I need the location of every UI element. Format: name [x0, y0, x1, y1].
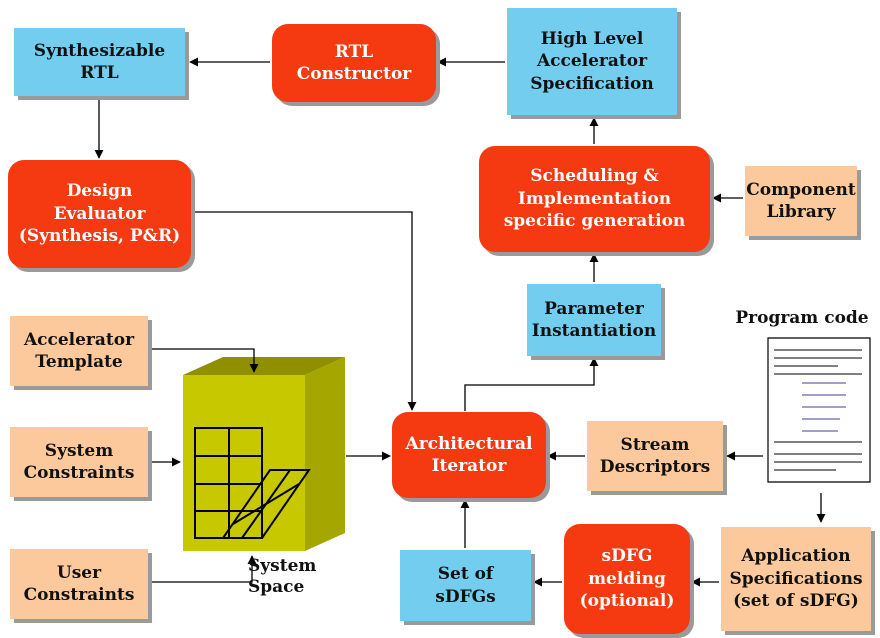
- parameter-instantiation-node: Parameter Instantiation: [527, 284, 661, 356]
- cube-top-face: [183, 357, 345, 375]
- program-code-document: [767, 337, 871, 483]
- user-constraints-node: User Constraints: [10, 549, 148, 619]
- scheduling-implementation-node: Scheduling & Implementation specific gen…: [479, 146, 710, 252]
- system-constraints-node: System Constraints: [10, 427, 148, 497]
- cube-side-face: [305, 357, 345, 551]
- rtl-constructor-node: RTL Constructor: [272, 24, 436, 102]
- component-library-node: Component Library: [745, 166, 857, 236]
- connectors: [94, 57, 826, 587]
- design-evaluator-node: Design Evaluator (Synthesis, P&R): [8, 160, 191, 268]
- accelerator-template-node: Accelerator Template: [10, 316, 148, 386]
- architectural-iterator-node: Architectural Iterator: [392, 412, 546, 498]
- cube-grid: [194, 427, 311, 539]
- system-space-label: System Space: [248, 556, 317, 598]
- synthesizable-rtl-node: Synthesizable RTL: [14, 28, 185, 96]
- sdfg-melding-node: sDFG melding (optional): [564, 524, 690, 634]
- application-specifications-node: Application Specifications (set of sDFG): [721, 527, 871, 631]
- high-level-accelerator-specification-node: High Level Accelerator Specification: [507, 8, 677, 115]
- cube-front-face: [183, 375, 305, 551]
- program-code-label: Program code: [735, 308, 869, 328]
- stream-descriptors-node: Stream Descriptors: [587, 421, 723, 491]
- set-of-sdfgs-node: Set of sDFGs: [400, 550, 531, 621]
- system-space-cube: [183, 357, 345, 551]
